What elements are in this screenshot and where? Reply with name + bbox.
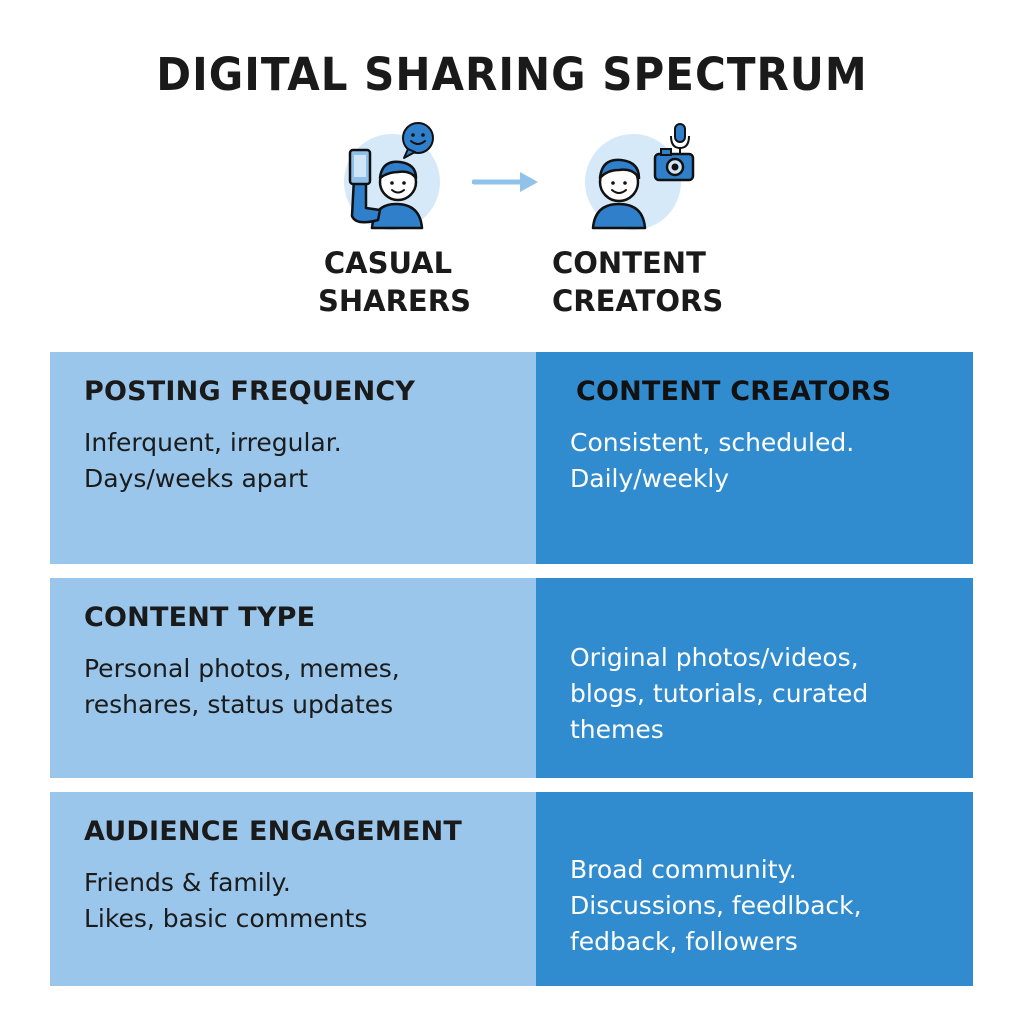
row-heading: POSTING FREQUENCY: [84, 376, 416, 407]
persona-label-creators: CONTENT CREATORS: [552, 246, 724, 318]
cell-text: Broad community. Discussions, feedlback,…: [570, 855, 862, 956]
table-row-content-type: CONTENT TYPE Personal photos, memes, res…: [50, 578, 973, 778]
cell-text: Inferquent, irregular. Days/weeks apart: [84, 428, 342, 493]
page-title: DIGITAL SHARING SPECTRUM: [156, 48, 868, 101]
cell-casual-engagement: AUDIENCE ENGAGEMENT Friends & family. Li…: [50, 792, 536, 986]
persona-label-casual: CASUAL SHARERS: [318, 246, 471, 318]
table-row-posting-frequency: POSTING FREQUENCY Inferquent, irregular.…: [50, 352, 973, 564]
cell-creator-engagement: Broad community. Discussions, feedlback,…: [536, 792, 973, 986]
row-heading: CONTENT TYPE: [84, 602, 316, 633]
table-row-audience-engagement: AUDIENCE ENGAGEMENT Friends & family. Li…: [50, 792, 973, 986]
row-heading: AUDIENCE ENGAGEMENT: [84, 816, 462, 847]
person-with-phone-icon: [344, 122, 440, 230]
cell-creator-frequency: CONTENT CREATORS Consistent, scheduled. …: [536, 352, 973, 564]
person-with-camera-icon: [585, 123, 695, 230]
comparison-table: POSTING FREQUENCY Inferquent, irregular.…: [50, 352, 973, 1000]
persona-casual-sharers: CASUAL SHARERS: [318, 120, 471, 320]
cell-casual-content-type: CONTENT TYPE Personal photos, memes, res…: [50, 578, 536, 778]
persona-content-creators: CONTENT CREATORS: [552, 120, 724, 320]
column-heading: CONTENT CREATORS: [576, 376, 892, 407]
cell-text: Friends & family. Likes, basic comments: [84, 868, 368, 933]
cell-creator-content-type: Original photos/videos, blogs, tutorials…: [536, 578, 973, 778]
cell-casual-frequency: POSTING FREQUENCY Inferquent, irregular.…: [50, 352, 536, 564]
cell-text: Personal photos, memes, reshares, status…: [84, 654, 400, 719]
arrow-right-icon: [472, 172, 538, 192]
cell-text: Consistent, scheduled. Daily/weekly: [570, 428, 855, 493]
cell-text: Original photos/videos, blogs, tutorials…: [570, 643, 869, 744]
